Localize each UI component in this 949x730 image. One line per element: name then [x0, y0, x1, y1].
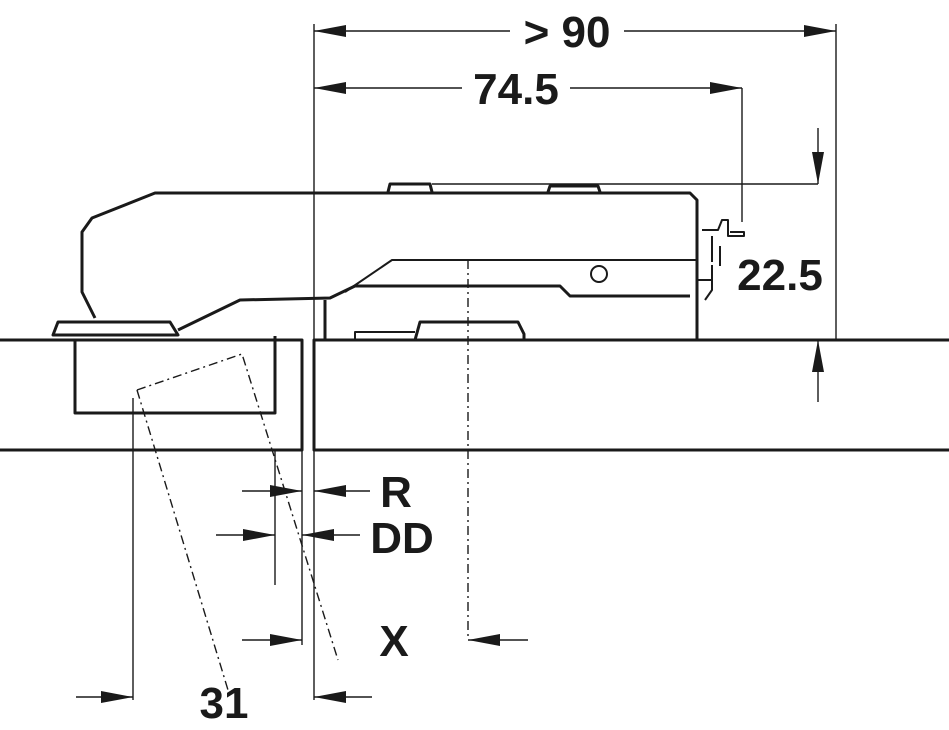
side-panel — [312, 338, 949, 452]
label-mounting-height: 22.5 — [737, 251, 823, 300]
label-arm-length: 74.5 — [473, 65, 559, 114]
label-overall-width: > 90 — [524, 8, 611, 57]
extension-lines — [132, 24, 837, 700]
hinge-arm — [80, 182, 745, 341]
label-door-distance: DD — [370, 514, 434, 563]
dimension-overall-width: > 90 — [314, 8, 836, 57]
hinge-cup — [51, 320, 277, 415]
dimension-offset: X — [242, 617, 528, 666]
dimension-cup-bore: 31 — [76, 679, 372, 728]
dimension-overlay: R — [242, 468, 412, 517]
door-panel — [0, 338, 304, 452]
label-cup-bore: 31 — [200, 679, 249, 728]
dimension-arm-length: 74.5 — [314, 65, 742, 114]
dimension-door-distance: DD — [216, 514, 434, 563]
label-offset: X — [379, 617, 408, 666]
dimension-mounting-height: 22.5 — [737, 128, 824, 402]
center-lines — [136, 260, 469, 691]
label-overlay: R — [380, 468, 412, 517]
